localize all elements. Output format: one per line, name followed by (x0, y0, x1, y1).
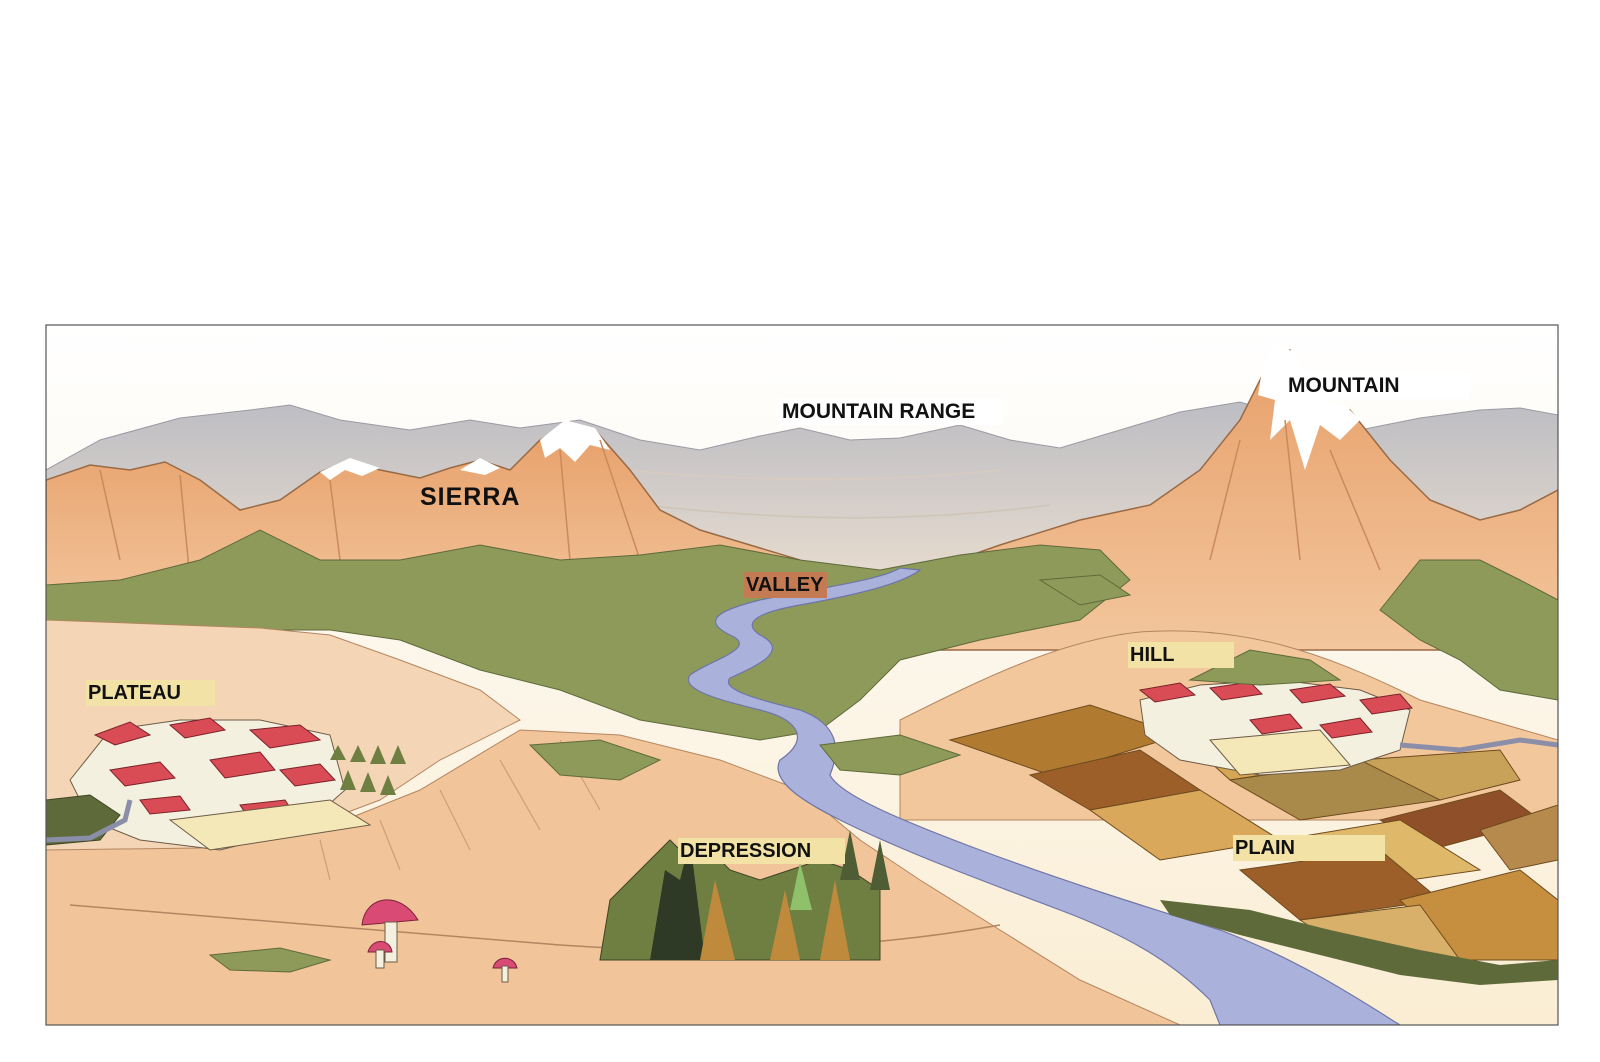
label-plain: PLAIN (1233, 835, 1385, 861)
label-sierra: SIERRA (420, 483, 521, 511)
snow-cap (460, 458, 500, 475)
hill-town (1138, 649, 1413, 776)
snow-cap (1258, 345, 1360, 470)
diagram-frame (45, 324, 1559, 1026)
right-vegetation (1379, 559, 1558, 701)
plateau-town (46, 717, 406, 851)
label-hill: HILL (1128, 642, 1235, 668)
snow-cap (320, 458, 380, 480)
river-bank-trees (1160, 900, 1558, 985)
mushroom-decoration (361, 899, 518, 983)
label-plateau: PLATEAU (86, 680, 215, 706)
label-mountain-range: MOUNTAIN RANGE (780, 398, 1004, 425)
label-depression: DEPRESSION (678, 838, 846, 864)
river (687, 567, 1402, 1025)
snow-cap (540, 420, 610, 462)
label-mountain: MOUNTAIN (1286, 372, 1470, 399)
label-valley: VALLEY (744, 572, 828, 598)
